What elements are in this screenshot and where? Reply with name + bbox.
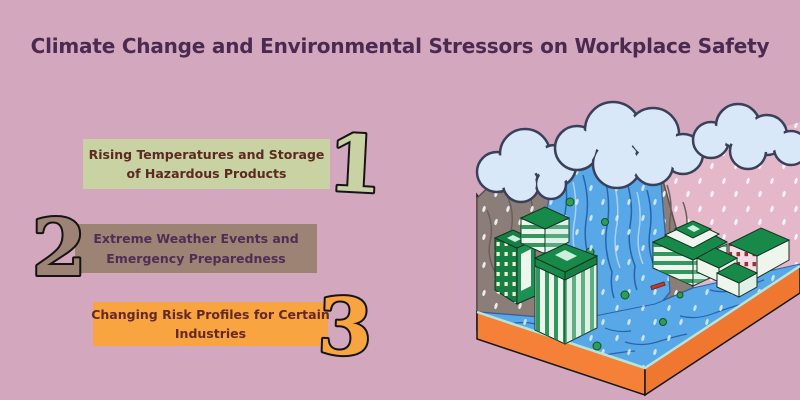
number-3-badge: 3 <box>314 289 371 367</box>
green-tower-building-icon <box>493 229 537 305</box>
house-icon <box>715 262 759 298</box>
list-item-2-line2: Emergency Preparedness <box>106 250 286 266</box>
list-item-2: Extreme Weather Events and Emergency Pre… <box>75 224 317 273</box>
list-item-3-line1: Changing Risk Profiles for Certain <box>91 306 330 322</box>
number-2-badge: 2 <box>30 211 86 287</box>
page-title: Climate Change and Environmental Stresso… <box>30 34 770 58</box>
number-3-text: 3 <box>316 289 371 367</box>
rain-cloud-icon <box>691 102 800 171</box>
list-item-2-line1: Extreme Weather Events and <box>93 231 299 247</box>
number-1-badge: 1 <box>324 126 380 205</box>
list-item-1-line2: of Hazardous Products <box>126 166 287 181</box>
list-item-3-line2: Industries <box>174 326 247 341</box>
rain-cloud-icon <box>475 127 578 204</box>
list-item-1: Rising Temperatures and Storage of Hazar… <box>83 139 330 189</box>
number-1-text: 1 <box>326 126 380 205</box>
platform-base <box>476 264 800 397</box>
list-item-3: Changing Risk Profiles for Certain Indus… <box>91 302 330 346</box>
list-item-1-line1: Rising Temperatures and Storage <box>88 146 325 162</box>
floating-debris <box>592 281 684 351</box>
pink-building-icon <box>727 227 791 279</box>
number-2-text: 2 <box>32 211 86 287</box>
striped-tower-building-icon <box>533 243 599 345</box>
rain-cloud-icon <box>553 100 705 190</box>
flooded-city-illustration <box>475 100 800 397</box>
